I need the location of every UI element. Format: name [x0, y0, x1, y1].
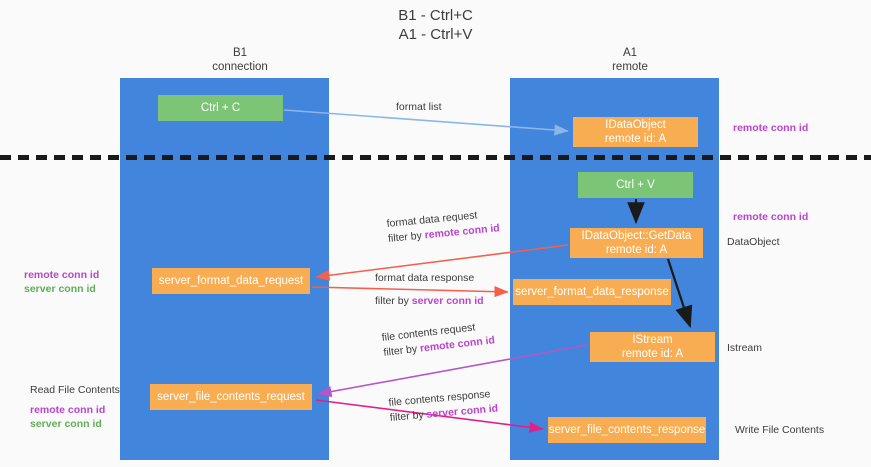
node-ctrl-c-label: Ctrl + C — [200, 102, 241, 114]
node-ctrl-v[interactable]: Ctrl + V — [578, 172, 693, 198]
edge-label-format-data-response: format data response filter by server co… — [375, 271, 484, 309]
node-ctrl-v-label: Ctrl + V — [616, 179, 655, 191]
node-istream[interactable]: IStream remote id: A — [590, 332, 715, 362]
node-istream-sub: remote id: A — [621, 348, 684, 360]
filter-by-prefix: filter by — [375, 295, 412, 307]
column-header-b1-name: B1 — [232, 47, 248, 59]
title-line-2: A1 - Ctrl+V — [398, 26, 473, 43]
annotation-read-file-contents-text: Read File Contents — [30, 384, 120, 396]
node-istream-label: IStream — [632, 334, 673, 346]
node-server-format-data-request[interactable]: server_format_data_request — [152, 268, 310, 294]
node-idataobject-getdata[interactable]: IDataObject::GetData remote id: A — [570, 228, 703, 258]
annotation-remote-conn-id-left-bottom: remote conn id — [30, 404, 106, 416]
node-idataobject-sub: remote id: A — [604, 133, 667, 145]
edge-label-format-data-response-line1: format data response — [375, 272, 475, 284]
edge-label-format-list-line1: format list — [396, 101, 442, 113]
filter-by-prefix: filter by — [382, 342, 421, 359]
annotation-write-file-contents-text: Write File Contents — [735, 424, 825, 436]
annotation-dataobject: DataObject — [727, 235, 780, 249]
filter-by-prefix: filter by — [389, 408, 428, 424]
node-server-format-data-request-label: server_format_data_request — [158, 275, 304, 287]
annotation-remote-conn-id-top: remote conn id — [733, 121, 808, 135]
annotation-remote-conn-id-mid: remote conn id — [733, 210, 808, 224]
node-server-file-contents-response-label: server_file_contents_response — [548, 424, 706, 436]
node-server-file-contents-response[interactable]: server_file_contents_response — [548, 417, 706, 443]
filter-key-server-conn-id: server conn id — [411, 295, 484, 307]
node-server-file-contents-request[interactable]: server_file_contents_request — [150, 384, 312, 410]
annotation-remote-conn-id-left-top: remote conn id — [24, 269, 100, 281]
annotation-conn-ids-left-top: remote conn id server conn id — [24, 268, 99, 296]
annotation-read-file-contents-group: Read File Contents remote conn id server… — [30, 383, 120, 431]
node-ctrl-c[interactable]: Ctrl + C — [158, 95, 283, 121]
edge-label-format-list: format list — [396, 100, 442, 115]
annotation-remote-conn-id-top-text: remote conn id — [733, 122, 809, 134]
title-line-1: B1 - Ctrl+C — [398, 7, 473, 24]
node-idataobject-getdata-sub: remote id: A — [605, 244, 668, 256]
edge-label-file-contents-request: file contents request filter by remote c… — [381, 318, 496, 360]
node-idataobject-getdata-label: IDataObject::GetData — [581, 230, 692, 242]
filter-by-prefix: filter by — [387, 229, 426, 245]
node-idataobject-label: IDataObject — [605, 119, 666, 131]
column-header-a1-name: A1 — [622, 47, 638, 59]
edge-label-file-contents-response: file contents response filter by server … — [388, 387, 499, 426]
annotation-server-conn-id-left-top: server conn id — [24, 283, 96, 295]
annotation-server-conn-id-left-bottom: server conn id — [30, 418, 102, 430]
annotation-istream-text: Istream — [727, 342, 763, 354]
annotation-istream: Istream — [727, 341, 762, 355]
column-header-b1-subtitle: connection — [212, 61, 268, 73]
column-header-a1: A1 remote — [540, 46, 720, 74]
edge-label-format-data-response-line2: filter by server conn id — [375, 294, 484, 309]
annotation-dataobject-text: DataObject — [727, 236, 780, 248]
column-header-b1: B1 connection — [150, 46, 330, 74]
annotation-remote-conn-id-mid-text: remote conn id — [733, 211, 809, 223]
edge-label-format-data-request: format data request filter by remote con… — [386, 206, 500, 247]
column-header-a1-subtitle: remote — [612, 61, 648, 73]
node-server-file-contents-request-label: server_file_contents_request — [157, 391, 305, 403]
diagram-title: B1 - Ctrl+C A1 - Ctrl+V — [0, 6, 871, 44]
node-server-format-data-response[interactable]: server_format_data_response — [513, 279, 671, 305]
node-server-format-data-response-label: server_format_data_response — [515, 286, 669, 298]
phase-divider — [0, 155, 871, 160]
annotation-write-file-contents: Write File Contents — [735, 423, 824, 437]
node-idataobject[interactable]: IDataObject remote id: A — [573, 117, 698, 147]
